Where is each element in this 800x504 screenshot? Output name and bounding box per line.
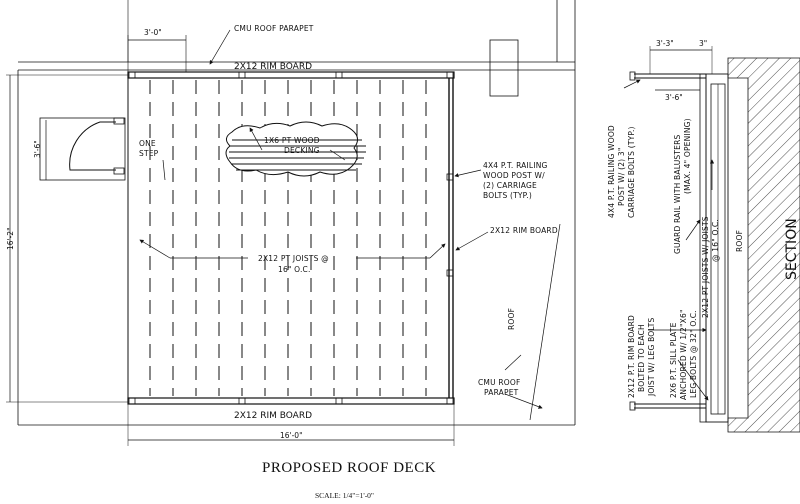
leader-rim-side bbox=[455, 231, 489, 251]
rim-board-bottom bbox=[127, 397, 455, 405]
section-labels: 3'-3" 3" 3'-6" SECTION 4X4 P.T. RAILING … bbox=[607, 39, 800, 400]
step-jamb-top bbox=[113, 117, 125, 125]
sec-sill-3: LEG BOLTS @ 32" O.C. bbox=[689, 310, 698, 398]
label-cmu-right-2: PARAPET bbox=[484, 388, 519, 397]
step-opening bbox=[39, 117, 126, 181]
sec-rim-2: BOLTED TO EACH bbox=[637, 324, 646, 392]
plan-labels: CMU ROOF PARAPET 2X12 RIM BOARD 2X12 RIM… bbox=[6, 24, 558, 500]
leader-step bbox=[162, 159, 166, 181]
decking-boards bbox=[229, 139, 366, 171]
sec-joists-2: @ 16" O.C. bbox=[711, 219, 720, 262]
dim-top-text: 3'-0" bbox=[144, 28, 162, 37]
post-br bbox=[446, 397, 454, 405]
dim-step-text: 3'-6" bbox=[33, 140, 42, 158]
post-tm bbox=[238, 71, 246, 79]
step-arc bbox=[69, 121, 116, 171]
sec-post-1: 4X4 P.T. RAILING WOOD bbox=[607, 125, 616, 218]
rail-bottom-end bbox=[629, 401, 636, 411]
label-roof-plan: ROOF bbox=[507, 308, 516, 330]
decking-cutout bbox=[225, 121, 358, 177]
label-post-2: WOOD POST W/ bbox=[483, 171, 545, 180]
label-post-1: 4X4 P.T. RAILING bbox=[483, 161, 548, 170]
leader-cmu-right-2 bbox=[504, 354, 522, 371]
sec-joists-1: 2X12 PT JOISTS W/ JOISTS bbox=[701, 216, 710, 318]
sec-guard-1: GUARD RAIL WITH BALUSTERS bbox=[673, 134, 682, 254]
sec-post-2: POST W/ (2) 3" bbox=[617, 147, 626, 206]
label-joists-1: 2X12 PT JOISTS @ bbox=[258, 254, 329, 263]
label-one-step-1: ONE bbox=[139, 139, 156, 148]
label-rim-top: 2X12 RIM BOARD bbox=[234, 62, 312, 72]
leader-joists-l2 bbox=[139, 239, 171, 259]
leader-post bbox=[454, 169, 482, 178]
leader-decking-1 bbox=[249, 127, 263, 151]
section-heading: SECTION bbox=[784, 218, 800, 280]
leader-sec-sill bbox=[677, 359, 709, 401]
label-post-3: (2) CARRIAGE bbox=[483, 181, 537, 190]
post-tl bbox=[128, 71, 136, 79]
sec-dim-b: 3" bbox=[699, 39, 707, 48]
section-view bbox=[623, 46, 800, 433]
leader-sec-guard bbox=[685, 219, 701, 241]
rim-board-top bbox=[127, 71, 455, 79]
leader-cmu-right bbox=[504, 393, 543, 409]
sec-guard-2: (MAX. 4" OPENING) bbox=[683, 118, 692, 194]
sec-dim-c: 3'-6" bbox=[665, 93, 683, 102]
sec-rim-1: 2X12 P.T. RIM BOARD bbox=[627, 315, 636, 398]
sec-sill-2: ANCHORED W/ 1/2"X6" bbox=[679, 309, 688, 400]
sec-post-3: CARRIAGE BOLTS (TYP.) bbox=[627, 126, 636, 218]
post-tm2 bbox=[335, 71, 343, 79]
label-cmu-parapet-top: CMU ROOF PARAPET bbox=[234, 24, 314, 33]
label-decking-2: DECKING bbox=[284, 146, 320, 155]
leader-sec-post bbox=[623, 79, 641, 89]
rail-top-end bbox=[629, 71, 636, 81]
post-tr bbox=[446, 71, 454, 79]
label-decking-1: 1X6 PT WOOD bbox=[264, 136, 320, 145]
post-bl bbox=[128, 397, 136, 405]
chimney bbox=[489, 39, 519, 97]
sec-dim-a: 3'-3" bbox=[656, 39, 674, 48]
sec-sill-1: 2X6 P.T. SILL PLATE bbox=[669, 322, 678, 398]
step-jamb-bottom bbox=[113, 167, 125, 175]
plan-title: PROPOSED ROOF DECK bbox=[262, 460, 436, 476]
label-one-step-2: STEP bbox=[139, 149, 159, 158]
post-bm bbox=[238, 397, 246, 405]
label-rim-side: 2X12 RIM BOARD bbox=[490, 226, 558, 235]
label-joists-2: 16" O.C. bbox=[278, 265, 311, 274]
leader-decking-2 bbox=[329, 149, 346, 161]
sec-rim-3: JOIST W/ LEG BOLTS bbox=[647, 317, 656, 397]
post-bm2 bbox=[335, 397, 343, 405]
label-post-4: BOLTS (TYP.) bbox=[483, 191, 532, 200]
dim-left-text: 16'-2" bbox=[6, 227, 15, 250]
leader-cmu-top bbox=[209, 29, 231, 65]
leader-joists-r2 bbox=[429, 243, 446, 259]
label-cmu-right-1: CMU ROOF bbox=[478, 378, 521, 387]
sec-roof: ROOF bbox=[735, 230, 744, 252]
plan-scale: SCALE: 1/4"=1'-0" bbox=[315, 491, 374, 500]
roof-break-line bbox=[529, 223, 561, 421]
post-r1 bbox=[446, 173, 454, 181]
plan-view bbox=[6, 0, 576, 446]
dim-bottom-text: 16'-0" bbox=[280, 431, 303, 440]
label-rim-bottom: 2X12 RIM BOARD bbox=[234, 411, 312, 421]
post-r2 bbox=[446, 269, 454, 277]
